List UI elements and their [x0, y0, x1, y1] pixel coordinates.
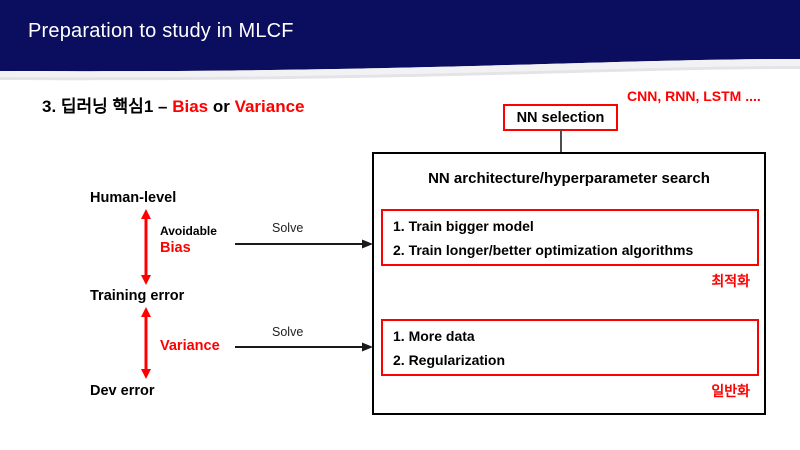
generalization-item-1: 1. More data [393, 328, 475, 344]
level-label-human-level: Human-level [90, 190, 177, 206]
header-shape [0, 0, 800, 81]
optimization-caption: 최적화 [711, 273, 750, 289]
bias-gap-arrow-icon [141, 209, 151, 285]
heading-prefix: 3. 딥러닝 핵심1 – [42, 97, 173, 116]
generalization-caption: 일반화 [711, 383, 750, 399]
level-label-dev-error: Dev error [90, 383, 155, 399]
nn-selection-label: NN selection [516, 109, 605, 126]
bias-label: Bias [160, 240, 191, 256]
heading-conjunction: or [208, 97, 235, 116]
variance-gap-arrow-icon [141, 307, 151, 379]
nn-selection-box: NN selection [503, 104, 618, 131]
header-banner: Preparation to study in MLCF [0, 0, 800, 82]
generalization-subbox: 1. More data 2. Regularization [381, 319, 759, 376]
solve-label-bias: Solve [272, 221, 304, 235]
optimization-item-2: 2. Train longer/better optimization algo… [393, 242, 694, 258]
optimization-item-1: 1. Train bigger model [393, 218, 534, 234]
heading-term-bias: Bias [172, 97, 209, 116]
solve-arrow-variance-icon [235, 342, 373, 352]
nn-search-title: NN architecture/hyperparameter search [428, 170, 710, 187]
nn-types-note: CNN, RNN, LSTM .... [627, 88, 761, 104]
variance-label: Variance [160, 338, 220, 354]
section-heading: 3. 딥러닝 핵심1 – Bias or Variance [42, 92, 305, 117]
optimization-subbox: 1. Train bigger model 2. Train longer/be… [381, 209, 759, 266]
avoidable-qualifier-label: Avoidable [160, 224, 217, 238]
generalization-item-2: 2. Regularization [393, 352, 506, 368]
solve-arrow-bias-icon [235, 239, 373, 249]
solve-label-variance: Solve [272, 325, 304, 339]
page-title: Preparation to study in MLCF [28, 20, 294, 42]
heading-term-variance: Variance [234, 97, 305, 116]
nn-search-box: NN architecture/hyperparameter search 1.… [372, 152, 766, 415]
level-label-training-error: Training error [90, 288, 185, 304]
